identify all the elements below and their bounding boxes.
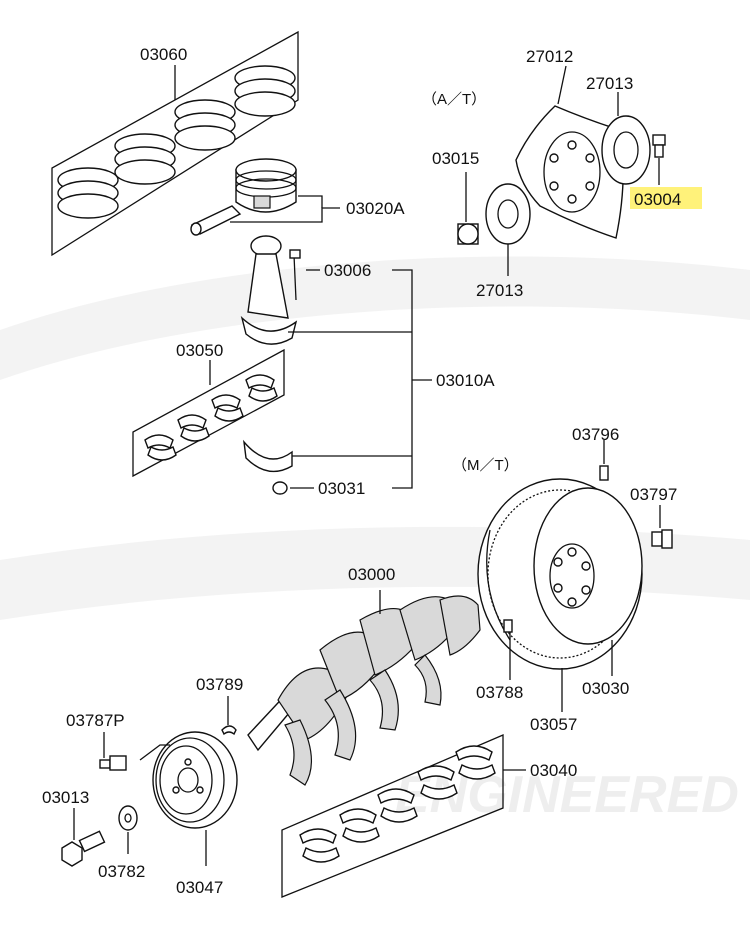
- rod-bearings-group: 03050: [132, 341, 285, 478]
- key-03789: 03789: [196, 675, 243, 736]
- spacer-03015: [457, 223, 479, 245]
- label-03787P: 03787P: [66, 711, 125, 730]
- bolt-03797: [651, 529, 673, 549]
- label-03789: 03789: [196, 675, 243, 694]
- label-03797: 03797: [630, 485, 677, 504]
- label-03047: 03047: [176, 878, 223, 897]
- label-03000: 03000: [348, 565, 395, 584]
- label-03015: 03015: [432, 149, 479, 168]
- washer-03782: [118, 805, 138, 831]
- piston-group: 03020A: [190, 158, 405, 236]
- bolt-03004: [652, 134, 666, 158]
- label-03006: 03006: [324, 261, 371, 280]
- crankshaft-group: 03000: [247, 565, 481, 786]
- bolt-03013: [61, 830, 106, 867]
- label-03050: 03050: [176, 341, 223, 360]
- bolt-03787P: [99, 755, 127, 771]
- label-03788: 03788: [476, 683, 523, 702]
- label-03010A: 03010A: [436, 371, 495, 390]
- label-03020A: 03020A: [346, 199, 405, 218]
- main-bearings-group: 03040: [281, 734, 577, 898]
- label-mt: （M／T）: [452, 457, 519, 474]
- ring-set-4: [234, 65, 296, 117]
- label-27013-bottom: 27013: [476, 281, 523, 300]
- label-03782: 03782: [98, 862, 145, 881]
- connecting-rod-group: 03006 03010A 03031: [240, 235, 495, 498]
- pulley-group: 03787P 03782 03047 03013: [42, 711, 238, 897]
- highlight-03004: [630, 187, 702, 209]
- label-at: （A／T）: [422, 91, 486, 108]
- ring-set-3: [174, 99, 236, 151]
- label-03796: 03796: [572, 425, 619, 444]
- drive-plate-group: （A／T） 27012 27013 03004 27013 03015: [422, 47, 702, 300]
- ring-set-2: [114, 133, 176, 185]
- label-03031: 03031: [318, 479, 365, 498]
- label-03030: 03030: [582, 679, 629, 698]
- label-03060: 03060: [140, 45, 187, 64]
- label-03057: 03057: [530, 715, 577, 734]
- label-27013-top: 27013: [586, 74, 633, 93]
- ring-set-1: [57, 167, 119, 219]
- label-03004: 03004: [634, 190, 681, 209]
- label-27012: 27012: [526, 47, 573, 66]
- flywheel-group: （M／T） 03796 03797 03788 03030 03057: [452, 425, 677, 734]
- label-03040: 03040: [530, 761, 577, 780]
- label-03013: 03013: [42, 788, 89, 807]
- piston-rings-group: 03060: [51, 30, 299, 257]
